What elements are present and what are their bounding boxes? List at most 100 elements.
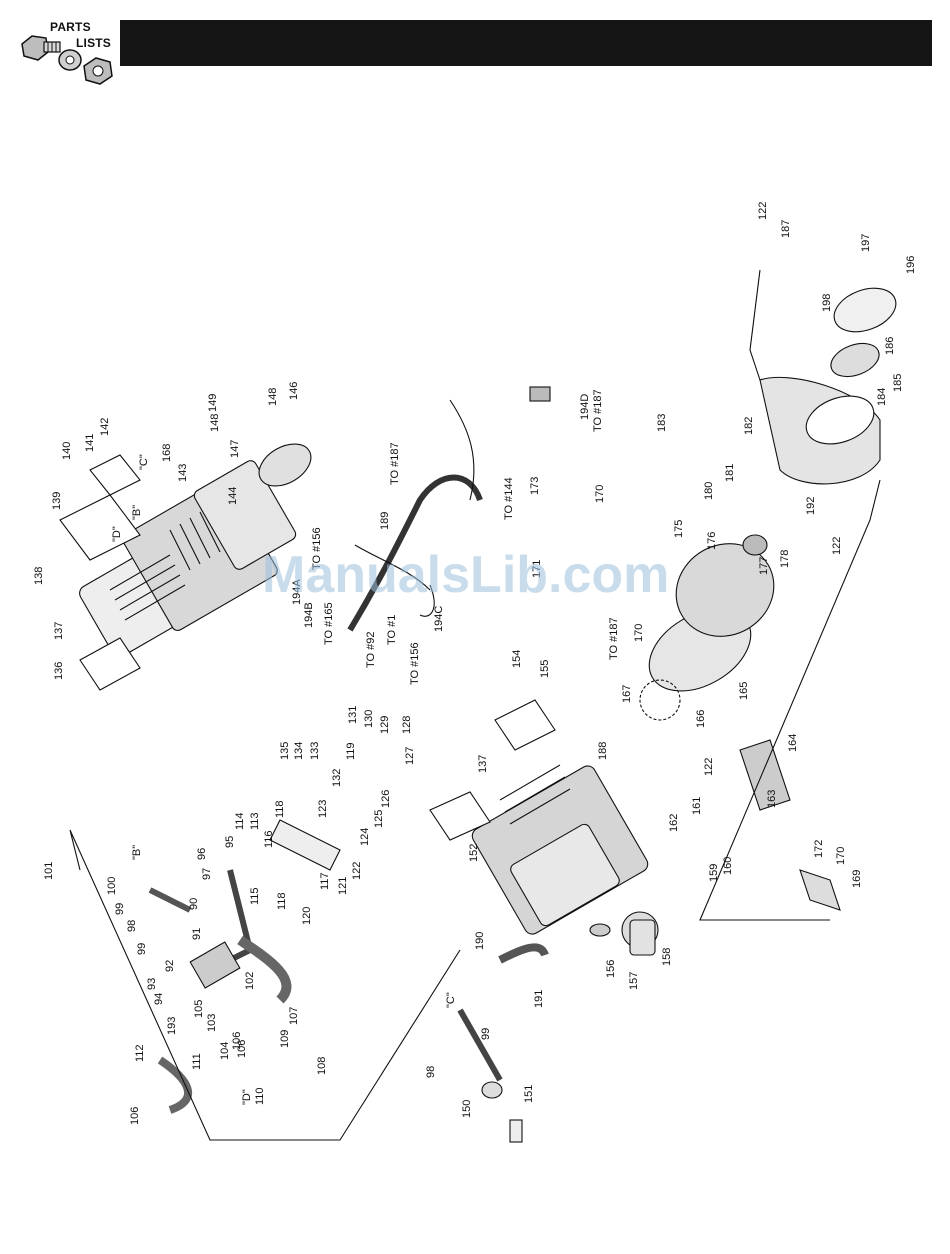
callout-163: 163: [766, 790, 778, 808]
callout-121: 121: [337, 877, 349, 895]
callout-108: 108: [316, 1057, 328, 1075]
callout-141: 141: [84, 434, 96, 452]
callout-170c: 170: [835, 847, 847, 865]
callout-170b: 170: [633, 624, 645, 642]
callout-191: 191: [533, 990, 545, 1008]
callout-91: 91: [191, 928, 203, 940]
harness-to-187: TO #187: [389, 442, 401, 485]
center-to-187b: TO #187: [608, 617, 620, 660]
callout-165: 165: [738, 682, 750, 700]
callout-122d: 122: [831, 537, 843, 555]
callout-148b: 148: [267, 388, 279, 406]
callout-194b: 194B: [303, 602, 315, 628]
callout-122b: 122: [703, 758, 715, 776]
callout-b-top: "B": [131, 505, 143, 520]
callout-140: 140: [61, 442, 73, 460]
callout-149: 149: [207, 394, 219, 412]
callout-136: 136: [53, 662, 65, 680]
callout-194a: 194A: [291, 579, 303, 605]
callout-114: 114: [234, 812, 246, 830]
flywheel-fan: [639, 534, 775, 721]
callout-167: 167: [621, 685, 633, 703]
callout-132: 132: [331, 769, 343, 787]
callout-123: 123: [317, 800, 329, 818]
callout-182: 182: [743, 417, 755, 435]
callout-100: 100: [106, 877, 118, 895]
callout-94: 94: [153, 993, 165, 1005]
callout-156: 156: [605, 960, 617, 978]
callout-181: 181: [724, 464, 736, 482]
callout-197: 197: [860, 234, 872, 252]
callout-b: "B": [131, 845, 143, 860]
callout-115: 115: [249, 887, 261, 905]
callout-118: 118: [274, 800, 286, 818]
callout-150: 150: [461, 1100, 473, 1118]
callout-146: 146: [288, 382, 300, 400]
callout-178: 178: [779, 550, 791, 568]
callout-189: 189: [379, 512, 391, 530]
callout-122c: 122: [757, 202, 769, 220]
callout-101: 101: [43, 862, 55, 880]
logo-line-2: LISTS: [76, 36, 112, 50]
callout-148: 148: [209, 414, 221, 432]
callout-133: 133: [309, 742, 321, 760]
callout-159: 159: [708, 864, 720, 882]
callout-98b: 98: [425, 1066, 437, 1078]
callout-194c: 194C: [433, 606, 445, 632]
bolt-washer-nut-icon: [21, 35, 113, 85]
harness-to-92: TO #92: [365, 632, 377, 669]
callout-180: 180: [703, 482, 715, 500]
callout-168: 168: [161, 444, 173, 462]
callout-111: 111: [191, 1053, 203, 1070]
callout-128: 128: [401, 716, 413, 734]
callout-98: 98: [126, 920, 138, 932]
callout-162: 162: [668, 814, 680, 832]
callout-d: "D": [241, 1089, 253, 1105]
callout-175: 175: [673, 520, 685, 538]
callout-137b: 137: [477, 755, 489, 773]
callout-196: 196: [905, 256, 917, 274]
callout-185: 185: [892, 374, 904, 392]
callout-142: 142: [99, 418, 111, 436]
callout-112: 112: [134, 1044, 146, 1062]
callout-106b: 106: [236, 1040, 248, 1058]
callout-97: 97: [201, 868, 213, 880]
callout-113: 113: [249, 812, 261, 830]
callout-106c: 106: [129, 1107, 141, 1125]
engine-top-left: [59, 443, 312, 691]
callout-134: 134: [293, 742, 305, 760]
callout-190: 190: [474, 932, 486, 950]
header-bar: [120, 20, 932, 66]
harness-to-156: TO #156: [311, 527, 323, 570]
callout-161: 161: [691, 797, 703, 815]
callout-109: 109: [279, 1030, 291, 1048]
callout-95: 95: [224, 836, 236, 848]
callout-135: 135: [279, 742, 291, 760]
callout-106: 106: [231, 1032, 243, 1050]
callout-122: 122: [351, 862, 363, 880]
callout-131: 131: [347, 706, 359, 724]
callout-130: 130: [363, 710, 375, 728]
harness-to-1: TO #1: [386, 615, 398, 645]
callout-172: 172: [813, 840, 825, 858]
blower-housing: [699, 269, 897, 921]
callout-166: 166: [695, 710, 707, 728]
callout-193: 193: [166, 1017, 178, 1035]
callout-99b: 99: [136, 943, 148, 955]
parts-lists-logo: PARTS LISTS: [18, 18, 118, 98]
callout-157: 157: [628, 972, 640, 990]
callout-152: 152: [468, 844, 480, 862]
callout-99: 99: [114, 903, 126, 915]
harness-to-144: TO #144: [503, 477, 515, 520]
callout-102: 102: [244, 972, 256, 990]
harness-to-156b: TO #156: [409, 642, 421, 685]
engine-center: [471, 764, 659, 949]
callout-176: 176: [706, 532, 718, 550]
callout-198: 198: [821, 294, 833, 312]
callout-119: 119: [345, 742, 357, 760]
callout-194d: 194D: [579, 394, 591, 420]
callout-139: 139: [51, 492, 63, 510]
callout-154: 154: [511, 650, 523, 668]
callout-169: 169: [851, 870, 863, 888]
callout-d-top: "D": [111, 526, 123, 542]
